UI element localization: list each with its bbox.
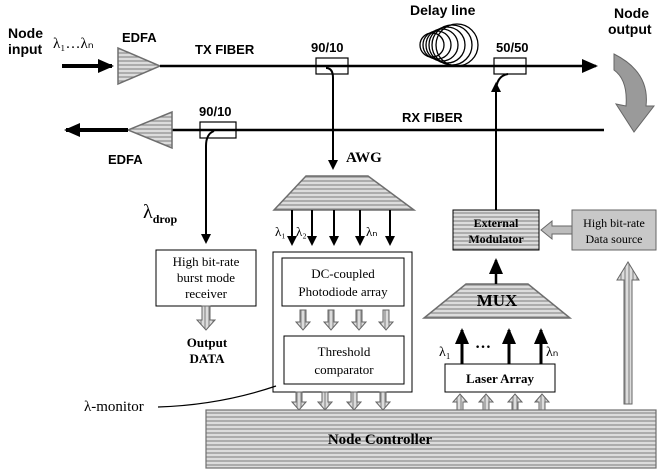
receiver-label-2: burst mode — [177, 270, 235, 285]
threshold-comparator-box — [283, 335, 405, 385]
mux-dots: … — [475, 335, 491, 352]
drop-fiber — [201, 130, 215, 244]
laser-array-label: Laser Array — [466, 371, 534, 386]
output-data-label: Output — [187, 335, 228, 350]
coupler-90-10-rx-label: 90/10 — [199, 104, 232, 119]
awg-lambda-2: λ₂ — [296, 224, 307, 239]
loopback-curved-arrow — [613, 53, 656, 133]
photodiode-to-comparator-arrows — [294, 309, 395, 331]
mux-block — [421, 283, 573, 319]
node-input-label: Node — [8, 25, 43, 41]
awg-lambda-n: λₙ — [366, 224, 377, 239]
controller-to-laser-arrows — [451, 393, 551, 411]
coupler-50-50-label: 50/50 — [496, 40, 529, 55]
node-output-label: Node — [614, 5, 649, 21]
tx-fiber-label: TX FIBER — [195, 42, 255, 57]
coupler-50-50 — [493, 57, 527, 75]
burst-mode-receiver-box — [155, 249, 257, 307]
lambda-monitor-label: λ-monitor — [84, 399, 144, 415]
photodiode-label-2: Photodiode array — [298, 284, 388, 299]
controller-to-data-source-arrow — [616, 261, 640, 405]
laser-to-mux-arrows — [455, 328, 548, 364]
data-to-modulator-arrow — [540, 219, 573, 241]
node-controller-box — [205, 409, 657, 469]
ext-mod-label-1: External — [474, 216, 519, 230]
node-controller-label: Node Controller — [328, 432, 433, 448]
data-source-label-2: Data source — [586, 232, 643, 246]
data-source-label-1: High bit-rate — [583, 216, 645, 230]
node-input-label-2: input — [8, 41, 43, 57]
awg-lambda-1: λ₁ — [275, 224, 286, 239]
awg-block — [272, 175, 417, 211]
laser-array-box — [444, 363, 556, 393]
receiver-label-1: High bit-rate — [173, 254, 240, 269]
modulator-to-coupler-fiber — [495, 73, 509, 210]
comparator-to-controller-arrows — [290, 391, 392, 411]
receiver-label-3: receiver — [185, 286, 228, 301]
coupler-90-10-rx — [199, 121, 237, 139]
delay-line-label: Delay line — [410, 2, 476, 18]
output-data-label-2: DATA — [190, 351, 226, 366]
data-source-box — [571, 209, 657, 251]
photodiode-array-box — [281, 257, 405, 307]
ext-mod-label-2: Modulator — [468, 232, 524, 246]
lambda-monitor-box — [272, 251, 413, 393]
coupler-90-10-tx-label: 90/10 — [311, 40, 344, 55]
photodiode-label-1: DC-coupled — [311, 266, 375, 281]
edfa-rx-amplifier — [126, 110, 173, 150]
delay-line-coil — [419, 23, 479, 67]
edfa-tx-amplifier — [117, 46, 162, 86]
output-data-arrow — [195, 305, 217, 331]
lambda-drop-label: λdrop — [143, 201, 177, 226]
awg-output-arrows — [287, 210, 395, 246]
mux-label: MUX — [477, 291, 518, 310]
mux-lambda-1: λ₁ — [439, 345, 451, 360]
mux-lambda-n: λₙ — [546, 345, 558, 360]
threshold-label-1: Threshold — [318, 344, 371, 359]
lambda-monitor-pointer — [157, 385, 277, 408]
external-modulator-box — [452, 209, 540, 251]
awg-label: AWG — [346, 150, 382, 166]
awg-tap-fiber — [325, 67, 338, 170]
node-output-label-2: output — [608, 21, 652, 37]
edfa-rx-label: EDFA — [108, 152, 143, 167]
edfa-tx-label: EDFA — [122, 30, 157, 45]
threshold-label-2: comparator — [314, 362, 374, 377]
input-wavelength-range: λ₁…λₙ — [53, 36, 94, 52]
rx-fiber-label: RX FIBER — [402, 110, 463, 125]
